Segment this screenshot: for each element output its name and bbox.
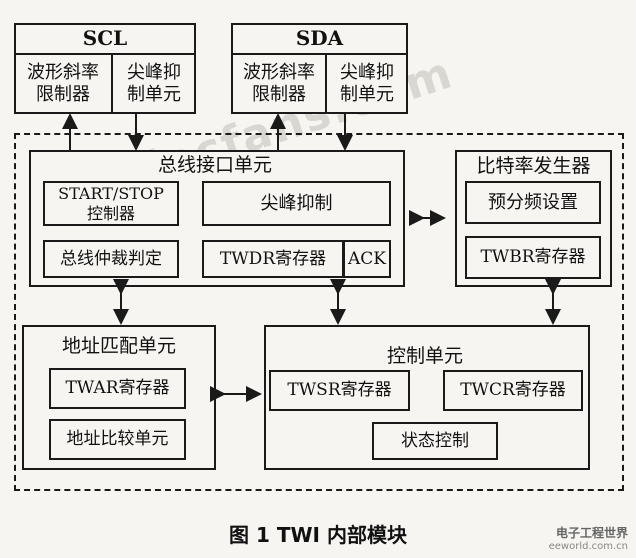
figure-caption: 图 1 TWI 内部模块 (229, 523, 407, 547)
eeworld-logo: 电子工程世界 eeworld.com.cn (549, 524, 628, 552)
sda-block (231, 23, 408, 114)
sda-divider (231, 53, 408, 114)
scl-divider (14, 53, 196, 114)
sda-spike-suppressor: 尖峰抑 制单元 (340, 61, 394, 106)
scl-title: SCL (82, 26, 128, 50)
scl-split (111, 53, 113, 114)
twbr-register: TWBR寄存器 (465, 236, 601, 279)
sda-title: SDA (295, 26, 344, 50)
logo-line2: eeworld.com.cn (548, 541, 628, 552)
twar-register: TWAR寄存器 (49, 368, 186, 409)
ack-block: ACK (343, 240, 391, 278)
start-stop-controller: START/STOP 控制器 (43, 181, 179, 226)
logo-line1: 电子工程世界 (555, 526, 628, 540)
twdr-register: TWDR寄存器 (202, 240, 344, 278)
module-boundary (14, 133, 624, 491)
scl-block (14, 23, 196, 114)
scl-spike-suppressor: 尖峰抑 制单元 (127, 61, 181, 106)
sda-split (325, 53, 327, 114)
prescaler-setting: 预分频设置 (465, 181, 601, 224)
twcr-register: TWCR寄存器 (443, 370, 583, 411)
twsr-register: TWSR寄存器 (269, 370, 410, 411)
control-unit-title: 控制单元 (386, 344, 463, 367)
bit-rate-title: 比特率发生器 (476, 154, 591, 177)
bus-interface-title: 总线接口单元 (157, 153, 272, 176)
address-compare-unit: 地址比较单元 (49, 419, 186, 460)
state-control: 状态控制 (372, 422, 498, 460)
sda-slope-limiter: 波形斜率 限制器 (243, 61, 315, 106)
address-match-title: 地址匹配单元 (61, 334, 176, 357)
bus-arbitration: 总线仲裁判定 (43, 240, 179, 278)
spike-suppression: 尖峰抑制 (202, 181, 391, 226)
scl-slope-limiter: 波形斜率 限制器 (27, 61, 99, 106)
